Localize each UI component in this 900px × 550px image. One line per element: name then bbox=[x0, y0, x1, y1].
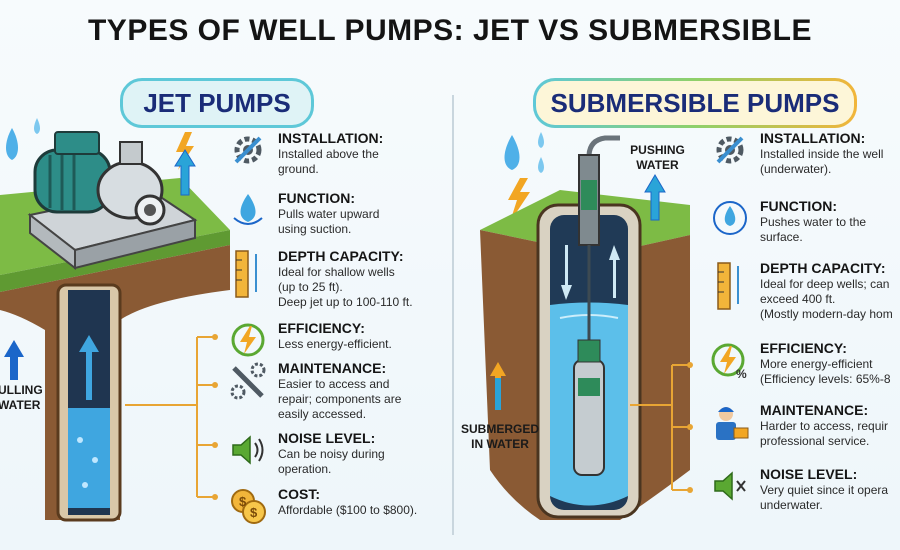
jet-item-title: MAINTENANCE: bbox=[278, 360, 387, 376]
sub-pushing-water-label: PUSHING WATER bbox=[630, 143, 685, 172]
water-drop-icon bbox=[713, 201, 747, 235]
sub-item-title: NOISE LEVEL: bbox=[760, 466, 858, 482]
lightning-percent-icon: % bbox=[711, 343, 747, 381]
ruler-icon bbox=[235, 250, 257, 298]
jet-pumps-heading: JET PUMPS bbox=[120, 78, 314, 128]
jet-item-text: Affordable ($100 to $800). bbox=[278, 503, 418, 517]
sub-item-text: More energy-efficient (Efficiency levels… bbox=[760, 357, 891, 386]
svg-text:%: % bbox=[736, 367, 747, 381]
jet-item-text: Easier to access and repair; components … bbox=[278, 377, 402, 421]
sub-item-text: Installed inside the well (underwater). bbox=[760, 147, 884, 176]
jet-feature-list: INSTALLATION:Installed above the ground.… bbox=[228, 130, 450, 530]
jet-pulling-water-label: ULLING WATER bbox=[0, 383, 43, 412]
center-divider bbox=[452, 95, 454, 535]
page-title: TYPES OF WELL PUMPS: JET VS SUBMERSIBLE bbox=[87, 14, 813, 47]
water-drop-icon bbox=[538, 132, 544, 148]
jet-item-text: Pulls water upward using suction. bbox=[278, 207, 380, 236]
technician-icon bbox=[716, 407, 749, 440]
sub-item-text: Very quiet since it opera underwater. bbox=[760, 483, 889, 512]
sub-item-title: INSTALLATION: bbox=[760, 130, 866, 146]
water-drop-icon bbox=[6, 128, 18, 160]
submersible-pumps-heading: SUBMERSIBLE PUMPS bbox=[533, 78, 857, 128]
sub-item-text: Pushes water to the surface. bbox=[760, 215, 867, 244]
jet-item-title: COST: bbox=[278, 486, 320, 502]
sub-item-text: Ideal for deep wells; can exceed 400 ft.… bbox=[760, 277, 893, 321]
ruler-icon bbox=[717, 262, 739, 310]
sub-submerged-label: SUBMERGED IN WATER bbox=[460, 422, 539, 451]
gear-wrench-icon bbox=[716, 136, 744, 164]
coins-icon: $$ bbox=[231, 489, 266, 524]
svg-text:$: $ bbox=[239, 494, 247, 509]
jet-item-text: Installed above the ground. bbox=[278, 147, 379, 176]
jet-item-title: FUNCTION: bbox=[278, 190, 355, 206]
gear-wrench-icon bbox=[234, 136, 262, 164]
water-drop-icon bbox=[34, 118, 40, 134]
sub-item-text: Harder to access, requir professional se… bbox=[760, 419, 889, 448]
wrench-gear-icon bbox=[230, 362, 266, 400]
svg-text:$: $ bbox=[250, 505, 258, 520]
water-drop-icon bbox=[233, 194, 263, 225]
water-drop-icon bbox=[538, 157, 544, 173]
jet-item-text: Ideal for shallow wells (up to 25 ft). D… bbox=[278, 265, 413, 309]
lightning-icon bbox=[231, 323, 265, 357]
sub-feature-list: INSTALLATION:Installed inside the well (… bbox=[710, 130, 900, 530]
jet-item-text: Less energy-efficient. bbox=[278, 337, 392, 351]
sub-item-title: MAINTENANCE: bbox=[760, 402, 869, 418]
sub-item-title: DEPTH CAPACITY: bbox=[760, 260, 886, 276]
water-drop-icon bbox=[504, 135, 520, 170]
jet-item-title: DEPTH CAPACITY: bbox=[278, 248, 404, 264]
speaker-mute-icon bbox=[714, 471, 746, 501]
sub-item-title: FUNCTION: bbox=[760, 198, 837, 214]
jet-item-title: INSTALLATION: bbox=[278, 130, 384, 146]
jet-item-title: EFFICIENCY: bbox=[278, 320, 365, 336]
speaker-icon bbox=[232, 435, 264, 465]
jet-item-text: Can be noisy during operation. bbox=[278, 447, 385, 476]
jet-item-title: NOISE LEVEL: bbox=[278, 430, 376, 446]
sub-item-title: EFFICIENCY: bbox=[760, 340, 847, 356]
